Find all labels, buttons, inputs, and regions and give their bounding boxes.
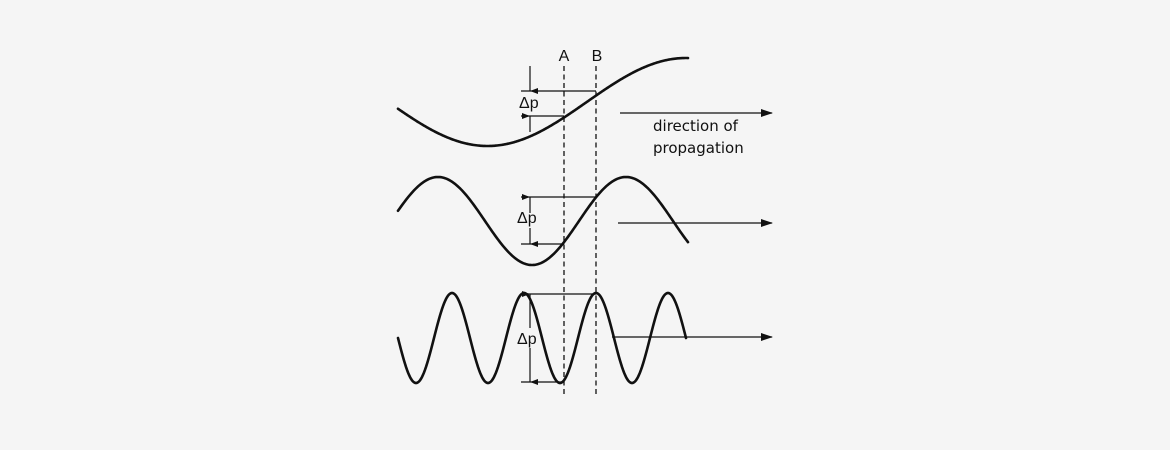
short-wavelength-wave: [396, 291, 688, 385]
line-b-label: B: [592, 48, 603, 65]
direction-caption-line2: propagation: [653, 139, 744, 157]
delta-p-label-2: Δp: [517, 210, 537, 227]
delta-p-marker-3: Δp: [517, 291, 596, 385]
delta-p-marker-1: Δp: [519, 66, 596, 132]
direction-caption-line1: direction of: [653, 117, 739, 135]
line-a-label: A: [559, 48, 570, 65]
delta-p-marker-2: Δp: [517, 194, 596, 247]
delta-p-label-3: Δp: [517, 331, 537, 348]
long-wavelength-wave: [396, 56, 690, 148]
delta-p-label-1: Δp: [519, 95, 539, 112]
medium-wavelength-wave: [396, 175, 690, 267]
